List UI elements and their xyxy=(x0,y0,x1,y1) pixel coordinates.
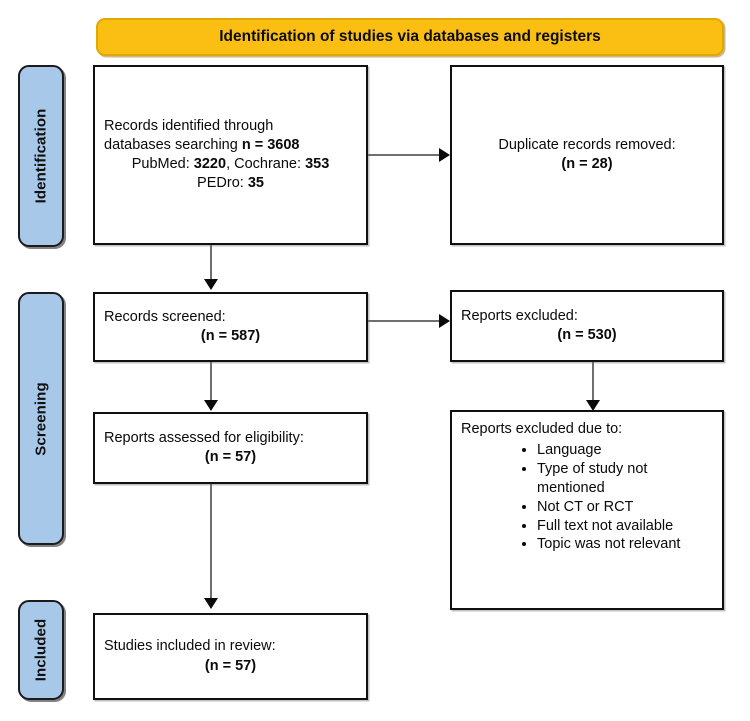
studies-included-label: Studies included in review: xyxy=(104,638,276,655)
box-records-identified-text: Records identified through databases sea… xyxy=(95,117,366,194)
stage-bar-included: Included xyxy=(18,600,64,700)
records-identified-line4: PEDro: 35 xyxy=(104,174,357,193)
connector-screened-to-excluded xyxy=(368,320,440,322)
arrowhead-identified-to-duplicates xyxy=(439,148,450,162)
cochrane-count: 353 xyxy=(305,156,330,172)
box-records-identified: Records identified through databases sea… xyxy=(93,65,368,245)
box-records-screened-text: Records screened: (n = 587) xyxy=(95,308,366,346)
box-duplicate-records-removed: Duplicate records removed: (n = 28) xyxy=(450,65,724,245)
reports-excluded-label: Reports excluded: xyxy=(461,307,578,324)
cochrane-label: Cochrane: xyxy=(234,156,306,172)
duplicates-label: Duplicate records removed: xyxy=(498,136,676,153)
arrowhead-screened-to-assessed xyxy=(204,400,218,411)
header-banner-label: Identification of studies via databases … xyxy=(219,28,601,45)
list-item: Type of study not mentioned xyxy=(537,460,713,498)
records-identified-line2: databases searching n = 3608 xyxy=(104,136,357,155)
box-reports-excluded: Reports excluded: (n = 530) xyxy=(450,290,724,362)
duplicates-count: (n = 28) xyxy=(561,156,613,172)
reports-assessed-count: (n = 57) xyxy=(204,449,257,465)
stage-bar-identification: Identification xyxy=(18,65,64,247)
connector-excluded-to-reasons xyxy=(592,362,594,404)
connector-identified-to-duplicates xyxy=(368,154,440,156)
records-identified-line1: Records identified through xyxy=(104,117,274,134)
records-screened-label: Records screened: xyxy=(104,308,226,325)
records-identified-separator: , xyxy=(226,156,235,172)
records-identified-total: n = 3608 xyxy=(241,136,300,153)
connector-screened-to-assessed xyxy=(210,362,212,404)
records-identified-line3: PubMed: 3220, Cochrane: 353 xyxy=(104,155,357,174)
connector-assessed-to-included xyxy=(210,484,212,601)
box-studies-included: Studies included in review: (n = 57) xyxy=(93,613,368,700)
reports-assessed-label: Reports assessed for eligibility: xyxy=(104,429,304,446)
pubmed-label: PubMed: xyxy=(131,156,194,172)
studies-included-count: (n = 57) xyxy=(204,657,257,674)
arrowhead-screened-to-excluded xyxy=(439,314,450,328)
box-reports-excluded-text: Reports excluded: (n = 530) xyxy=(452,307,722,345)
box-duplicates-text: Duplicate records removed: (n = 28) xyxy=(452,136,722,174)
arrowhead-identified-to-screened xyxy=(204,279,218,290)
box-reports-assessed-text: Reports assessed for eligibility: (n = 5… xyxy=(95,429,366,467)
box-exclusion-reasons: Reports excluded due to: Language Type o… xyxy=(450,410,724,610)
box-exclusion-reasons-text: Reports excluded due to: Language Type o… xyxy=(452,412,722,554)
pubmed-count: 3220 xyxy=(193,156,227,172)
arrowhead-excluded-to-reasons xyxy=(586,400,600,411)
arrowhead-assessed-to-included xyxy=(204,598,218,609)
list-item: Not CT or RCT xyxy=(537,498,713,517)
list-item: Language xyxy=(537,441,713,460)
box-reports-assessed: Reports assessed for eligibility: (n = 5… xyxy=(93,412,368,484)
reports-excluded-count: (n = 530) xyxy=(557,327,617,343)
box-studies-included-text: Studies included in review: (n = 57) xyxy=(95,637,366,675)
stage-bar-screening: Screening xyxy=(18,292,64,545)
stage-label-screening: Screening xyxy=(32,381,50,456)
connector-identified-to-screened xyxy=(210,245,212,280)
list-item: Full text not available xyxy=(537,517,713,536)
stage-label-identification: Identification xyxy=(32,108,50,204)
box-records-screened: Records screened: (n = 587) xyxy=(93,292,368,362)
pedro-label: PEDro: xyxy=(197,175,248,192)
exclusion-reasons-label: Reports excluded due to: xyxy=(461,421,623,437)
pedro-count: 35 xyxy=(247,175,264,192)
exclusion-reasons-list: Language Type of study not mentioned Not… xyxy=(461,441,713,554)
list-item: Topic was not relevant xyxy=(537,535,713,554)
header-banner: Identification of studies via databases … xyxy=(96,18,724,56)
records-screened-count: (n = 587) xyxy=(200,328,261,344)
stage-label-included: Included xyxy=(32,618,50,682)
records-identified-line2-prefix: databases searching xyxy=(104,136,242,153)
